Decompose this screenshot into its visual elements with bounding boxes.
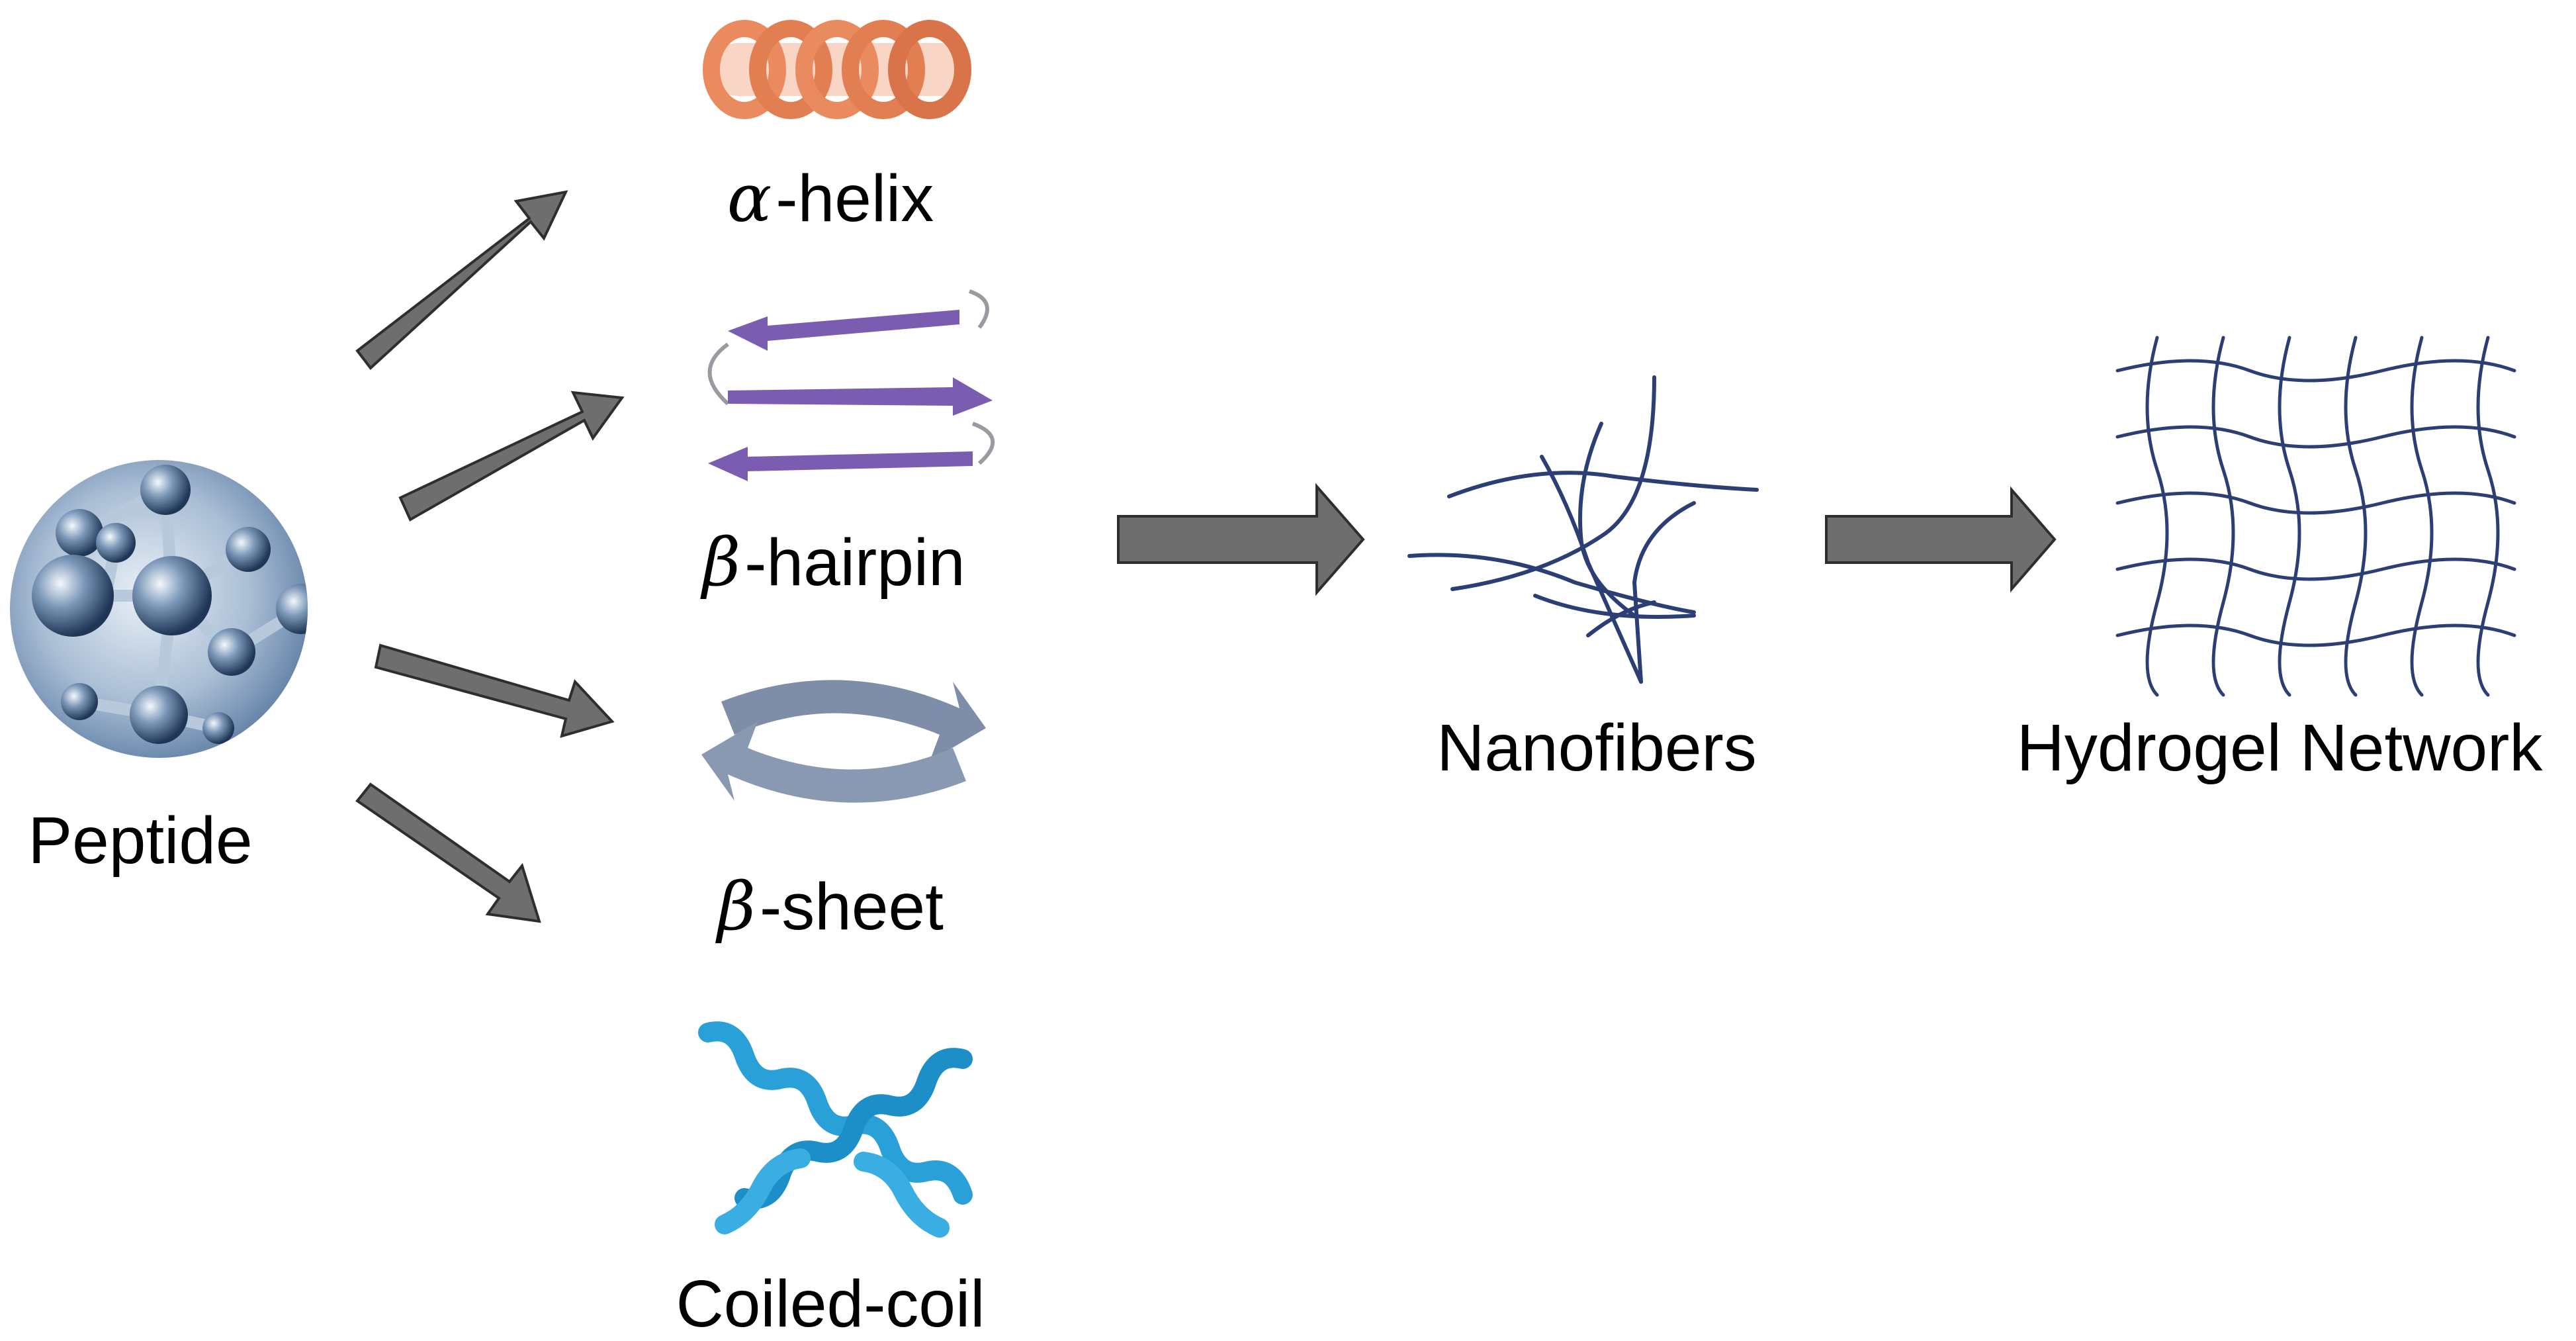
coiled-coil-icon bbox=[698, 1021, 973, 1238]
beta-sheet-label: β-sheet bbox=[717, 874, 944, 941]
arrow-to-alpha-helix bbox=[355, 190, 568, 370]
nanofibers-icon bbox=[1407, 375, 1759, 684]
arrow-to-beta-hairpin bbox=[398, 391, 625, 522]
molecule-icon bbox=[10, 460, 308, 758]
nanofibers-label: Nanofibers bbox=[1437, 711, 1757, 785]
beta-sheet-text: -sheet bbox=[759, 870, 944, 944]
coiled-coil-label: Coiled-coil bbox=[676, 1267, 985, 1341]
beta-hairpin-icon bbox=[707, 289, 995, 481]
arrow-to-coiled-coil bbox=[355, 782, 541, 923]
hydrogel-network-label: Hydrogel Network bbox=[2016, 711, 2543, 785]
peptide-label: Peptide bbox=[28, 804, 253, 878]
beta-hairpin-symbol: β bbox=[702, 524, 741, 601]
arrow-to-nanofibers bbox=[1117, 483, 1365, 596]
arrow-to-beta-sheet bbox=[374, 643, 615, 738]
beta-sheet-symbol: β bbox=[717, 868, 756, 945]
alpha-helix-text: -helix bbox=[776, 162, 934, 236]
alpha-helix-icon bbox=[703, 20, 971, 119]
alpha-helix-label: α-helix bbox=[727, 165, 934, 232]
beta-hairpin-text: -hairpin bbox=[744, 526, 965, 600]
hydrogel-network-icon bbox=[2115, 336, 2516, 697]
arrow-to-hydrogel bbox=[1825, 486, 2057, 593]
beta-sheet-icon bbox=[701, 680, 986, 803]
beta-hairpin-label: β-hairpin bbox=[702, 530, 965, 596]
alpha-symbol: α bbox=[727, 160, 772, 237]
